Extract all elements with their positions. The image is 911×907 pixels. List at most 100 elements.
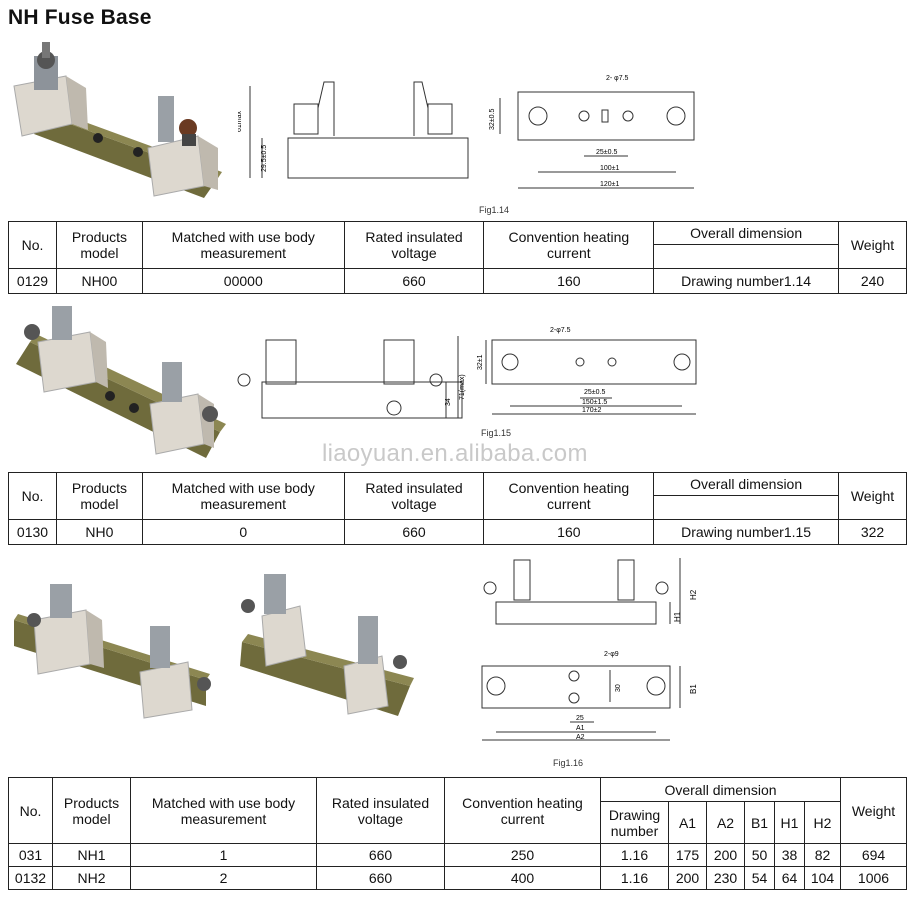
cell-weight: 322: [837, 518, 908, 546]
header-weight: Weight: [837, 472, 908, 520]
fig16-h1-label: H1: [673, 611, 682, 622]
product-photo-nh1: [14, 584, 211, 719]
header-rated-voltage: Rated insulated voltage: [343, 472, 485, 520]
header-weight: Weight: [840, 777, 907, 844]
cell-weight: 694: [840, 843, 907, 867]
cell-voltage: 660: [343, 518, 485, 546]
fig15-height-total-label: 71(max): [459, 374, 466, 400]
page-title: NH Fuse Base: [8, 6, 152, 29]
header-matched-body: Matched with use body measurement: [130, 777, 317, 844]
header-heating-current: Convention heating current: [483, 472, 655, 520]
fig15-spacing-label: 25±0.5: [584, 389, 605, 396]
fig15-hole-label: 2-φ7.5: [550, 327, 571, 334]
table-row: 0129 NH00 00000 660 160 Drawing number1.…: [8, 267, 908, 295]
header-h1: H1: [774, 801, 805, 844]
fig14-hole-label: 2- φ7.5: [606, 75, 629, 82]
table-row: 0132 NH2 2 660 400 1.16 200 230 54 64 10…: [8, 866, 907, 890]
cell-no: 0132: [8, 866, 53, 890]
cell-voltage: 660: [316, 866, 445, 890]
fig15-length-total-label: 170±2: [582, 407, 602, 414]
header-overall-dimension: Overall dimension: [600, 777, 841, 802]
cell-a1: 200: [668, 866, 707, 890]
cell-h2: 104: [804, 866, 841, 890]
header-dimension-blank: [653, 244, 839, 269]
cell-no: 031: [8, 843, 53, 867]
cell-voltage: 660: [343, 267, 485, 295]
fig16-b1-label: B1: [689, 684, 698, 694]
header-h2: H2: [804, 801, 841, 844]
cell-no: 0130: [8, 518, 57, 546]
fig14-spacing-label: 25±0.5: [596, 149, 617, 156]
fig14-length-inner-label: 100±1: [600, 165, 620, 172]
cell-no: 0129: [8, 267, 57, 295]
cell-b1: 54: [744, 866, 775, 890]
header-b1: B1: [744, 801, 775, 844]
spec-table-nh00: No. Products model Matched with use body…: [8, 220, 908, 295]
cell-model: NH2: [52, 866, 131, 890]
header-rated-voltage: Rated insulated voltage: [343, 221, 485, 269]
header-weight: Weight: [837, 221, 908, 269]
product-photo-nh0: [16, 306, 226, 458]
watermark: liaoyuan.en.alibaba.com: [322, 440, 588, 467]
cell-matched: 0: [141, 518, 345, 546]
table-row: 031 NH1 1 660 250 1.16 175 200 50 38 82 …: [8, 843, 907, 867]
header-a2: A2: [706, 801, 745, 844]
fig15-length-inner-label: 150±1.5: [582, 399, 607, 406]
fig-1-16-caption: Fig1.16: [553, 758, 584, 768]
fig-1-15-caption: Fig1.15: [481, 428, 512, 438]
product-photo-nh2: [240, 574, 414, 716]
cell-voltage: 660: [316, 843, 445, 867]
cell-current: 400: [444, 866, 601, 890]
cell-current: 160: [483, 267, 655, 295]
product-photo-nh00: [13, 42, 222, 198]
fig16-a1-label: A1: [576, 725, 585, 732]
fig16-a2-label: A2: [576, 734, 585, 741]
header-matched-body: Matched with use body measurement: [141, 221, 345, 269]
header-no: No.: [8, 777, 53, 844]
cell-matched: 00000: [141, 267, 345, 295]
fig16-h2-label: H2: [689, 589, 698, 600]
fig14-length-total-label: 120±1: [600, 181, 620, 188]
cell-h2: 82: [804, 843, 841, 867]
header-a1: A1: [668, 801, 707, 844]
header-dimension-blank: [653, 495, 839, 520]
cell-model: NH00: [55, 267, 143, 295]
cell-a1: 175: [668, 843, 707, 867]
cell-current: 160: [483, 518, 655, 546]
fig16-hole-label: 2-φ9: [604, 651, 619, 658]
cell-matched: 2: [130, 866, 317, 890]
header-no: No.: [8, 472, 57, 520]
cell-dimension: Drawing number1.15: [653, 518, 839, 546]
spec-table-nh0: No. Products model Matched with use body…: [8, 471, 908, 546]
header-heating-current: Convention heating current: [444, 777, 601, 844]
cell-a2: 230: [706, 866, 745, 890]
fig16-thirty-label: 30: [615, 684, 622, 692]
header-products-model: Products model: [55, 221, 143, 269]
cell-dimension: Drawing number1.14: [653, 267, 839, 295]
cell-a2: 200: [706, 843, 745, 867]
header-overall-dimension: Overall dimension: [653, 220, 839, 246]
header-rated-voltage: Rated insulated voltage: [316, 777, 445, 844]
spec-table-nh1-nh2: No. Products model Matched with use body…: [8, 777, 907, 890]
header-drawing-number: Drawing number: [600, 801, 669, 844]
cell-model: NH0: [55, 518, 143, 546]
header-products-model: Products model: [55, 472, 143, 520]
fig15-width-top-label: 32±1: [477, 354, 484, 370]
cell-matched: 1: [130, 843, 317, 867]
fig14-width-top-label: 32±0.5: [489, 109, 496, 130]
fig-1-14-caption: Fig1.14: [479, 205, 510, 215]
fig15-height-base-label: 34: [445, 398, 452, 406]
fig14-height-base-label: 29.5±0.5: [261, 145, 268, 172]
cell-model: NH1: [52, 843, 131, 867]
header-matched-body: Matched with use body measurement: [141, 472, 345, 520]
table-row: 0130 NH0 0 660 160 Drawing number1.15 32…: [8, 518, 908, 546]
cell-drawing: 1.16: [600, 866, 669, 890]
cell-current: 250: [444, 843, 601, 867]
drawing-fig-1-15: 71(max) 34 2-φ7.5 32±1 25±0.5 150±1.5 17…: [237, 327, 697, 419]
fig16-spacing-label: 25: [576, 715, 584, 722]
cell-drawing: 1.16: [600, 843, 669, 867]
header-overall-dimension: Overall dimension: [653, 471, 839, 497]
header-products-model: Products model: [52, 777, 131, 844]
cell-b1: 50: [744, 843, 775, 867]
cell-h1: 64: [774, 866, 805, 890]
